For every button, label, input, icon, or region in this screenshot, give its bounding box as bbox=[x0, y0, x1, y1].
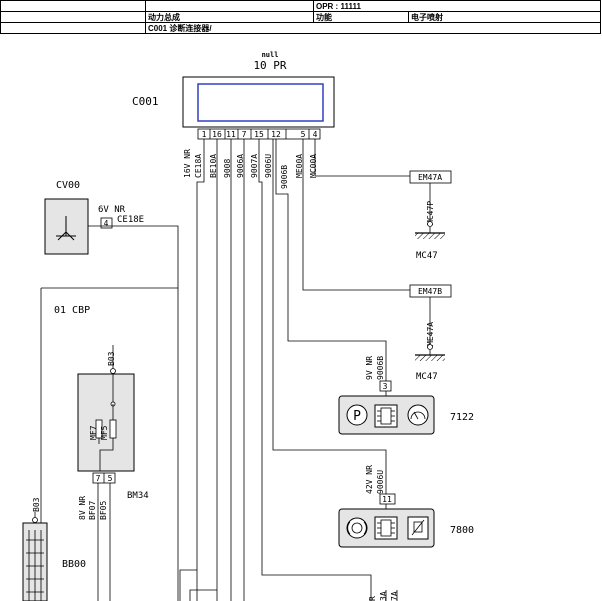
title-block: OPR : 11111 动力总成 功能 电子喷射 C001 诊断连接器/ bbox=[0, 0, 602, 46]
bm34-wire-2: BF05 bbox=[99, 501, 108, 520]
ground1-terminal bbox=[427, 221, 433, 227]
comp7800-pin: 11 bbox=[382, 495, 392, 504]
ground1-name: MC47 bbox=[416, 251, 438, 261]
gauge-icon bbox=[407, 404, 429, 426]
wire-label: 9008 bbox=[223, 159, 232, 178]
c001-pin: 12 bbox=[271, 130, 281, 139]
ground2-name: MC47 bbox=[416, 372, 438, 382]
c001-pin: 4 bbox=[313, 130, 318, 139]
wire-label: R bbox=[368, 596, 377, 601]
c001-wires bbox=[179, 139, 410, 601]
wire-label: MC00A bbox=[309, 154, 318, 178]
bb00-wire: B03 bbox=[32, 497, 41, 512]
bm34-pin: 5 bbox=[108, 474, 113, 483]
wire-label: ME00A bbox=[295, 154, 304, 178]
mc47p-wire: MC47P bbox=[426, 201, 435, 225]
bm34-fuses bbox=[95, 374, 117, 471]
em47b-label: EM47B bbox=[418, 287, 442, 296]
bottom-wire-labels: R 3A 7A bbox=[368, 591, 399, 601]
wire-label: 16V NR bbox=[183, 149, 192, 178]
c001-connector-body bbox=[182, 76, 335, 128]
c001-pin-row: 1 16 11 7 15 12 5 4 bbox=[197, 128, 321, 140]
cbp-terminal bbox=[110, 368, 116, 374]
comp7800-wire-color: 42V NR bbox=[365, 465, 374, 494]
wire-label: 7A bbox=[390, 591, 399, 601]
em47a-box bbox=[409, 170, 452, 184]
c001-null-label: null bbox=[262, 51, 279, 59]
cv00-name: CV00 bbox=[56, 180, 80, 191]
parking-icon bbox=[346, 404, 368, 426]
cbp-name: 01 CBP bbox=[54, 305, 90, 316]
fuse-mf5: MF5 bbox=[100, 425, 109, 440]
c001-wire-labels: 16V NR CE18A BE10A 9008 9006A 9007A 9006… bbox=[183, 149, 318, 189]
c001-pin: 11 bbox=[226, 130, 236, 139]
ground1-symbol bbox=[415, 233, 445, 239]
comp7122-wire-color: 9V NR bbox=[365, 356, 374, 380]
cv00-wire bbox=[88, 225, 179, 601]
warning-lamp-icon bbox=[346, 517, 368, 539]
cv00-wire-label: CE18E bbox=[117, 215, 144, 225]
bm34-body bbox=[77, 373, 135, 472]
comp7800-pin-box bbox=[379, 493, 396, 505]
cv00-wire-color: 6V NR bbox=[98, 205, 126, 215]
em47b-box bbox=[409, 284, 452, 298]
wire-label: BE10A bbox=[209, 154, 218, 178]
comp7122-pin: 3 bbox=[383, 382, 388, 391]
c001-name: C001 bbox=[132, 95, 159, 108]
em47a-label: EM47A bbox=[418, 173, 442, 182]
bm34-wire-1: BF07 bbox=[88, 501, 97, 520]
wire-label: 9006A bbox=[236, 154, 245, 178]
fuse-mf7: MF7 bbox=[89, 425, 98, 440]
bb00-cells bbox=[26, 530, 44, 601]
comp7800-name: 7800 bbox=[450, 525, 474, 536]
cv00-symbol bbox=[56, 216, 76, 241]
bm34-wires bbox=[97, 483, 111, 601]
bm34-wire-color: 8V NR bbox=[78, 496, 87, 520]
c001-pin: 1 bbox=[202, 130, 207, 139]
wire-label: CE18A bbox=[194, 154, 203, 178]
ground2-terminal bbox=[427, 344, 433, 350]
wire-label: 9007A bbox=[250, 154, 259, 178]
comp7122-pin-box bbox=[379, 380, 392, 392]
comp7122-wire: 9006B bbox=[376, 356, 385, 380]
comp7122-icons bbox=[346, 404, 429, 428]
cbp-b03-wire: B03 bbox=[107, 351, 116, 366]
comp7800-wire: 9006U bbox=[376, 470, 385, 494]
wire-label: 9006B bbox=[280, 165, 289, 189]
bm34-name: BM34 bbox=[127, 491, 149, 501]
wire-label: 3A bbox=[379, 591, 388, 601]
svg-text:P: P bbox=[353, 409, 361, 424]
module-icon bbox=[374, 516, 398, 540]
bb00-name: BB00 bbox=[62, 559, 86, 570]
c001-pin: 5 bbox=[301, 130, 306, 139]
me47a-wire: ME47A bbox=[426, 322, 435, 346]
module-icon bbox=[374, 404, 398, 428]
c001-pin: 16 bbox=[212, 130, 222, 139]
comp7122-name: 7122 bbox=[450, 412, 474, 423]
bm34-pin: 7 bbox=[96, 474, 101, 483]
cv00-pin: 4 bbox=[104, 219, 109, 228]
bm34-pin-row: 7 5 bbox=[92, 472, 116, 484]
header-connector-title: C001 诊断连接器/ bbox=[145, 22, 601, 34]
c001-pin: 7 bbox=[242, 130, 247, 139]
bb00-terminal bbox=[32, 517, 38, 523]
c001-pin: 15 bbox=[254, 130, 264, 139]
cv00-pin-box bbox=[100, 217, 113, 229]
c001-pin-count-label: 10 PR bbox=[253, 59, 286, 72]
c001-connector-inner bbox=[197, 83, 324, 122]
ground2-symbol bbox=[415, 355, 445, 361]
wire-label: 9006U bbox=[264, 154, 273, 178]
